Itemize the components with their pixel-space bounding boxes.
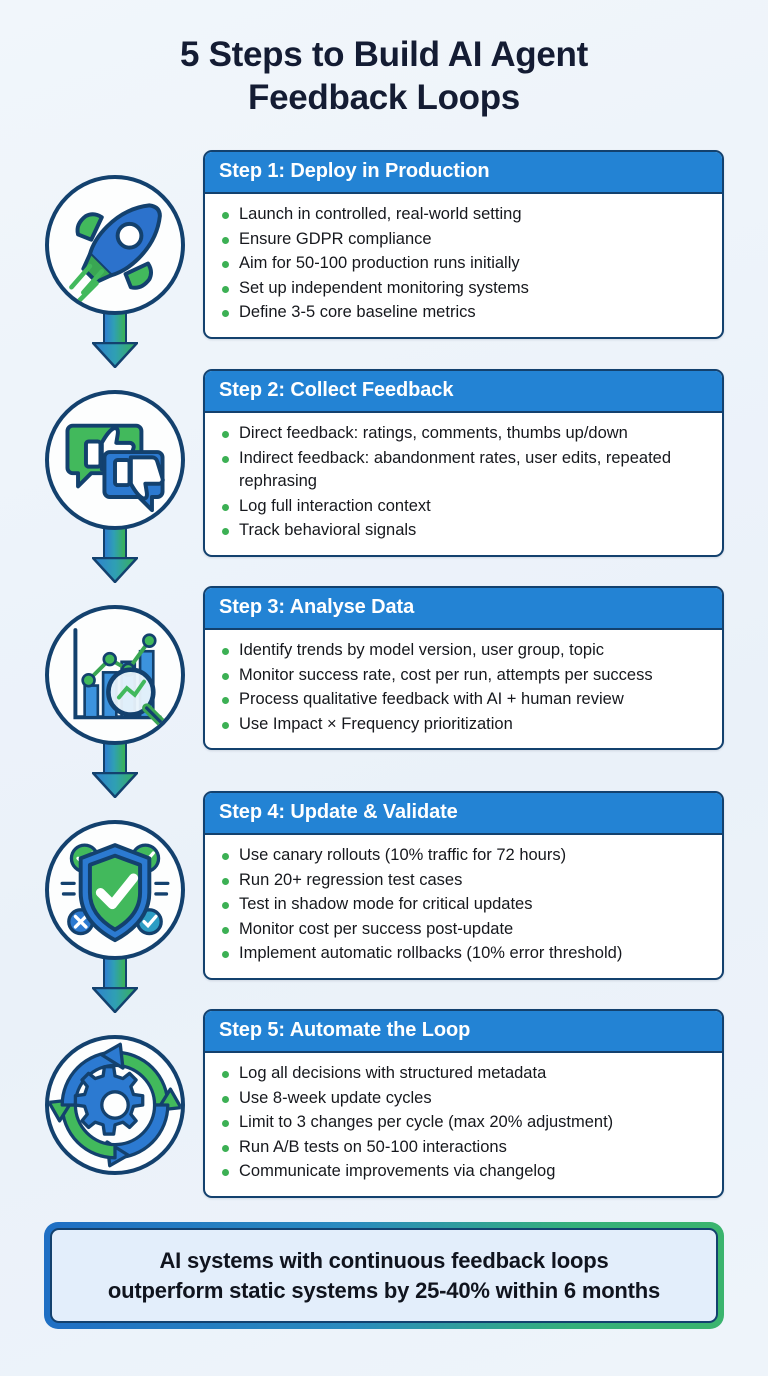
step-card-1-body: Launch in controlled, real-world setting…: [205, 194, 722, 337]
step-card-2-header: Step 2: Collect Feedback: [205, 371, 722, 413]
step-card-2-body: Direct feedback: ratings, comments, thum…: [205, 413, 722, 555]
step-card-3-header: Step 3: Analyse Data: [205, 588, 722, 630]
step-card-5[interactable]: Step 5: Automate the Loop Log all decisi…: [203, 1009, 724, 1198]
summary-line-1: AI systems with continuous feedback loop…: [159, 1247, 609, 1273]
step-card-2-bullets: Direct feedback: ratings, comments, thum…: [219, 422, 710, 543]
list-item: Monitor cost per success post-update: [219, 918, 710, 942]
list-item: Run 20+ regression test cases: [219, 869, 710, 893]
list-item: Ensure GDPR compliance: [219, 228, 710, 252]
list-item: Use Impact × Frequency prioritization: [219, 713, 710, 737]
list-item: Direct feedback: ratings, comments, thum…: [219, 422, 710, 446]
shield-check-icon: [45, 820, 185, 960]
flow-arrow-1-head: [91, 341, 139, 369]
page-title: 5 Steps to Build AI Agent Feedback Loops: [0, 34, 768, 119]
step-card-2[interactable]: Step 2: Collect Feedback Direct feedback…: [203, 369, 724, 557]
flow-column: [45, 150, 185, 1210]
list-item: Identify trends by model version, user g…: [219, 639, 710, 663]
step-card-4[interactable]: Step 4: Update & Validate Use canary rol…: [203, 791, 724, 980]
summary-line-2: outperform static systems by 25-40% with…: [107, 1277, 661, 1303]
step-card-5-bullets: Log all decisions with structured metada…: [219, 1062, 710, 1184]
flow-arrow-4-head: [91, 986, 139, 1014]
step-card-1-bullets: Launch in controlled, real-world setting…: [219, 203, 710, 325]
list-item: Indirect feedback: abandonment rates, us…: [219, 447, 710, 494]
summary-banner-inner: AI systems with continuous feedback loop…: [50, 1228, 718, 1323]
step-card-1[interactable]: Step 1: Deploy in Production Launch in c…: [203, 150, 724, 339]
step-card-4-header: Step 4: Update & Validate: [205, 793, 722, 835]
list-item: Launch in controlled, real-world setting: [219, 203, 710, 227]
step-card-5-header: Step 5: Automate the Loop: [205, 1011, 722, 1053]
list-item: Monitor success rate, cost per run, atte…: [219, 664, 710, 688]
list-item: Track behavioral signals: [219, 519, 710, 543]
step-card-1-header: Step 1: Deploy in Production: [205, 152, 722, 194]
step-card-4-bullets: Use canary rollouts (10% traffic for 72 …: [219, 844, 710, 966]
gear-cycle-icon: [45, 1035, 185, 1175]
step-card-4-body: Use canary rollouts (10% traffic for 72 …: [205, 835, 722, 978]
summary-banner: AI systems with continuous feedback loop…: [44, 1222, 724, 1329]
page-title-line-1: 5 Steps to Build AI Agent: [180, 35, 588, 74]
list-item: Process qualitative feedback with AI + h…: [219, 688, 710, 712]
step-card-3-body: Identify trends by model version, user g…: [205, 630, 722, 748]
step-card-3[interactable]: Step 3: Analyse Data Identify trends by …: [203, 586, 724, 751]
flow-arrow-2-head: [91, 556, 139, 584]
chart-magnifier-icon: [45, 605, 185, 745]
step-card-5-body: Log all decisions with structured metada…: [205, 1053, 722, 1196]
list-item: Set up independent monitoring systems: [219, 277, 710, 301]
summary-banner-text: AI systems with continuous feedback loop…: [108, 1246, 660, 1305]
list-item: Aim for 50-100 production runs initially: [219, 252, 710, 276]
list-item: Use canary rollouts (10% traffic for 72 …: [219, 844, 710, 868]
step-card-3-bullets: Identify trends by model version, user g…: [219, 639, 710, 736]
list-item: Define 3-5 core baseline metrics: [219, 301, 710, 325]
list-item: Implement automatic rollbacks (10% error…: [219, 942, 710, 966]
list-item: Log all decisions with structured metada…: [219, 1062, 710, 1086]
list-item: Communicate improvements via changelog: [219, 1160, 710, 1184]
list-item: Log full interaction context: [219, 495, 710, 519]
list-item: Use 8-week update cycles: [219, 1087, 710, 1111]
page-title-line-2: Feedback Loops: [248, 77, 520, 117]
list-item: Run A/B tests on 50-100 interactions: [219, 1136, 710, 1160]
list-item: Test in shadow mode for critical updates: [219, 893, 710, 917]
flow-arrow-3-head: [91, 771, 139, 799]
feedback-bubbles-icon: [45, 390, 185, 530]
rocket-icon: [45, 175, 185, 315]
list-item: Limit to 3 changes per cycle (max 20% ad…: [219, 1111, 710, 1135]
